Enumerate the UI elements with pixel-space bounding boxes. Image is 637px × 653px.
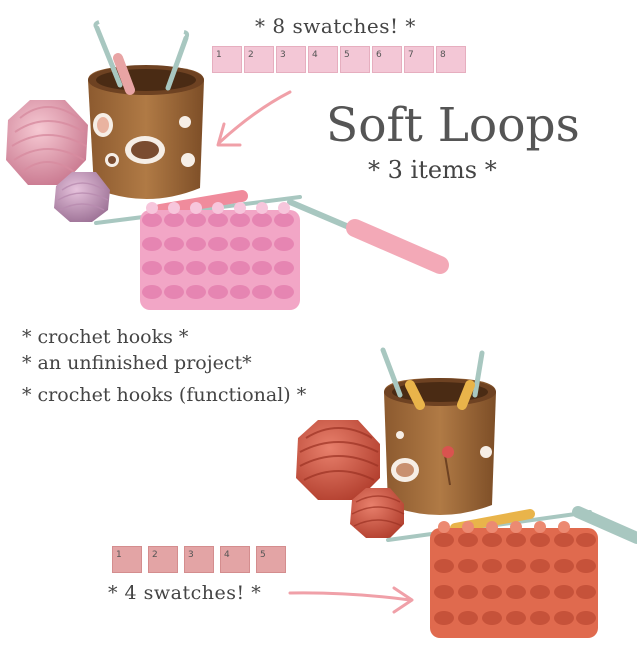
coral-crochet-set [288,347,637,638]
yarn-ball-small-coral [350,488,405,538]
item-crochet-hooks-functional: * crochet hooks (functional) * [22,384,307,406]
top-swatch-caption: * 8 swatches! * [255,14,416,38]
pink-swatch-3[interactable]: 3 [276,46,306,73]
title: Soft Loops [326,98,580,153]
coral-swatch-4[interactable]: 4 [220,546,250,573]
pink-swatch-4[interactable]: 4 [308,46,338,73]
yarn-ball-small-mauve [54,172,110,222]
arrow-to-coral-set [288,586,414,614]
coral-swatch-5[interactable]: 5 [256,546,286,573]
item-crochet-hooks: * crochet hooks * [22,326,189,348]
hook-holder-pink [88,65,204,199]
coral-swatch-3[interactable]: 3 [184,546,214,573]
pink-swatch-6[interactable]: 6 [372,46,402,73]
pink-swatch-7[interactable]: 7 [404,46,434,73]
coral-swatch-2[interactable]: 2 [148,546,178,573]
pink-swatch-8[interactable]: 8 [436,46,466,73]
item-unfinished-project: * an unfinished project* [22,352,252,374]
unfinished-project-coral [386,506,637,638]
pink-crochet-set [6,20,449,310]
pink-swatch-2[interactable]: 2 [244,46,274,73]
yarn-ball-large-coral [296,420,380,500]
bottom-swatch-caption: * 4 swatches! * [108,582,262,604]
coral-swatch-1[interactable]: 1 [112,546,142,573]
subtitle: * 3 items * [368,156,497,184]
crochet-hooks-pink [93,20,190,95]
pink-swatch-5[interactable]: 5 [340,46,370,73]
arrow-to-pink-set [216,90,292,147]
pink-swatch-1[interactable]: 1 [212,46,242,73]
unfinished-project-pink [94,190,449,310]
crochet-hooks-coral [380,347,485,410]
hook-holder-coral [384,378,496,515]
yarn-ball-large-pink [6,100,88,185]
